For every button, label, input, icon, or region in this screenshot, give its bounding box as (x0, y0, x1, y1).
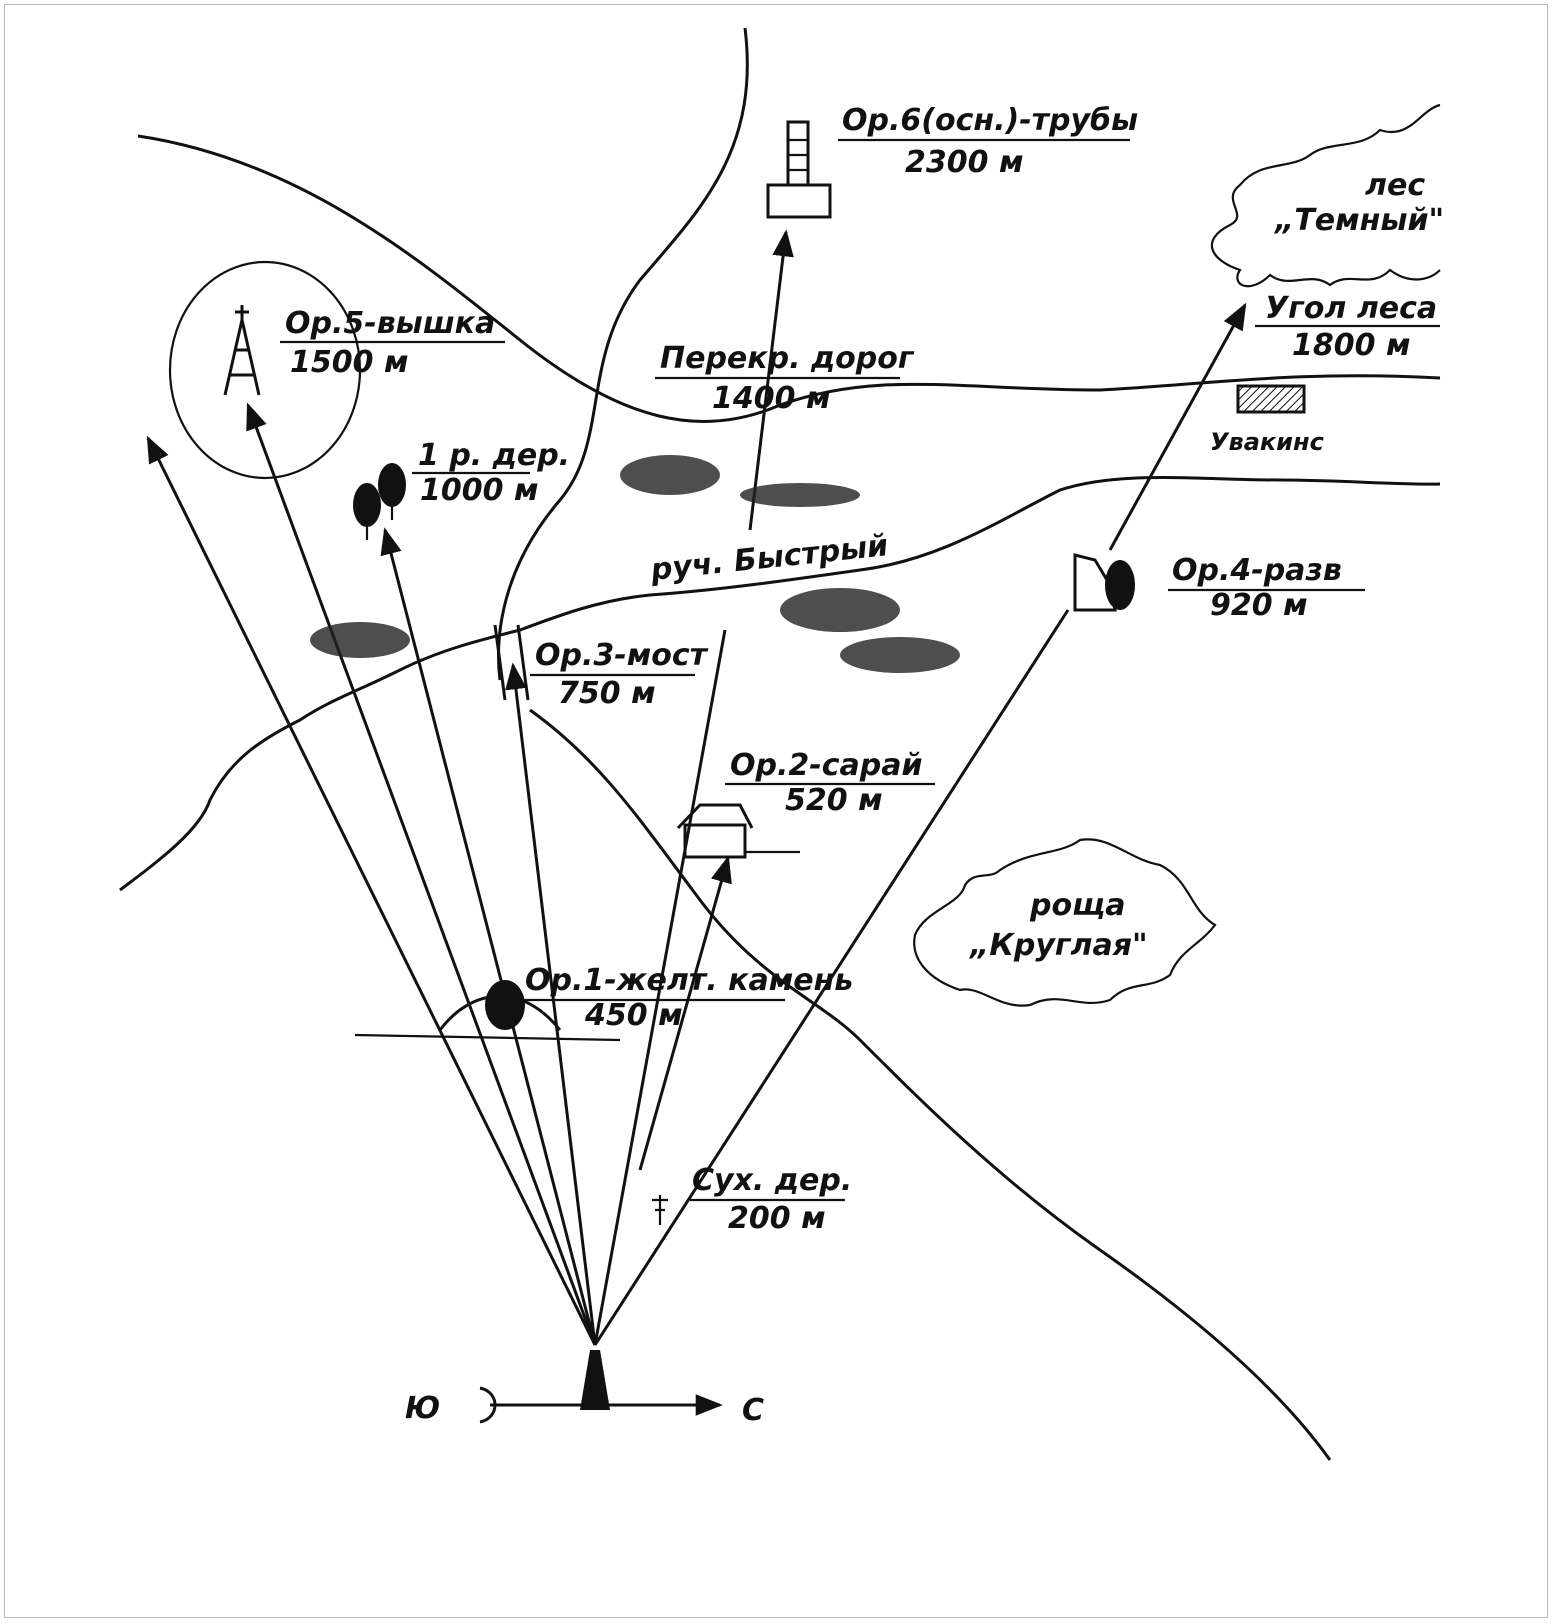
village-name: Увакинс (1210, 428, 1324, 456)
stream-bystry (119, 476, 1441, 892)
op1-distance: 450 м (584, 998, 683, 1033)
ray-forest-corner (1108, 302, 1247, 551)
dry-tree-distance: 200 м (728, 1201, 826, 1236)
grove-kruglaya-outline (913, 838, 1217, 1007)
ray-trees (380, 527, 597, 1346)
crossroads-distance: 1400 м (712, 381, 830, 416)
ray-op3 (505, 662, 597, 1346)
crossroads-name: Перекр. дорог (660, 341, 915, 376)
stone-hill-icon (354, 980, 621, 1042)
forest-temny-outline (1210, 103, 1441, 288)
ray-op2-far (593, 629, 727, 1346)
op6-distance: 2300 м (905, 145, 1023, 180)
ray-op5 (246, 402, 597, 1346)
forest-corner-distance: 1800 м (1292, 328, 1410, 363)
hill-contour (168, 260, 362, 480)
tower-icon (223, 305, 261, 396)
trees-distance: 1000 м (420, 473, 538, 508)
op2-distance: 520 м (785, 783, 883, 818)
observer-point (479, 1350, 723, 1424)
village-building-icon (1236, 384, 1306, 414)
dry-tree-icon (652, 1195, 668, 1225)
bridge-icon (493, 624, 530, 701)
frame-border (4, 4, 1548, 1618)
road-vertical (497, 27, 749, 681)
op4-distance: 920 м (1210, 588, 1308, 623)
barn-icon (676, 803, 800, 859)
op5-distance: 1500 м (290, 345, 408, 380)
op2-name: Ор.2-сарай (730, 748, 922, 783)
road-upper (137, 134, 1441, 423)
chimney-icon (766, 120, 832, 219)
stream-name: руч. Быстрый (648, 528, 890, 588)
op3-name: Ор.3-мост (535, 638, 709, 673)
forest-corner-name: Угол леса (1265, 291, 1437, 326)
op5-name: Ор.5-вышка (285, 306, 495, 341)
compass-south-arc (479, 1386, 497, 1424)
road-lower (529, 708, 1332, 1461)
ray-left-edge (146, 435, 597, 1346)
op3-distance: 750 м (558, 676, 656, 711)
ray-op6 (748, 229, 794, 531)
trees-icon (353, 463, 406, 540)
marsh-patches (310, 455, 960, 673)
dry-tree-name: Сух. дер. (692, 1163, 852, 1198)
ray-op4 (593, 609, 1070, 1346)
ray-op2 (638, 855, 732, 1171)
op4-name: Ор.4-разв (1172, 553, 1342, 588)
grove-label-2: „Круглая" (968, 928, 1148, 963)
forest-label-2: „Темный" (1273, 203, 1444, 238)
direction-rays (146, 229, 1247, 1346)
op6-name: Ор.6(осн.)-трубы (842, 103, 1138, 138)
compass-north-label: С (742, 1393, 764, 1428)
grove-label-1: роща (1029, 888, 1126, 923)
op1-name: Ор.1-желт. камень (525, 963, 853, 998)
forest-label-1: лес (1365, 168, 1425, 203)
ruin-icon (1073, 553, 1135, 612)
compass-south-label: Ю (405, 1391, 440, 1426)
trees-name: 1 р. дер. (418, 438, 570, 473)
